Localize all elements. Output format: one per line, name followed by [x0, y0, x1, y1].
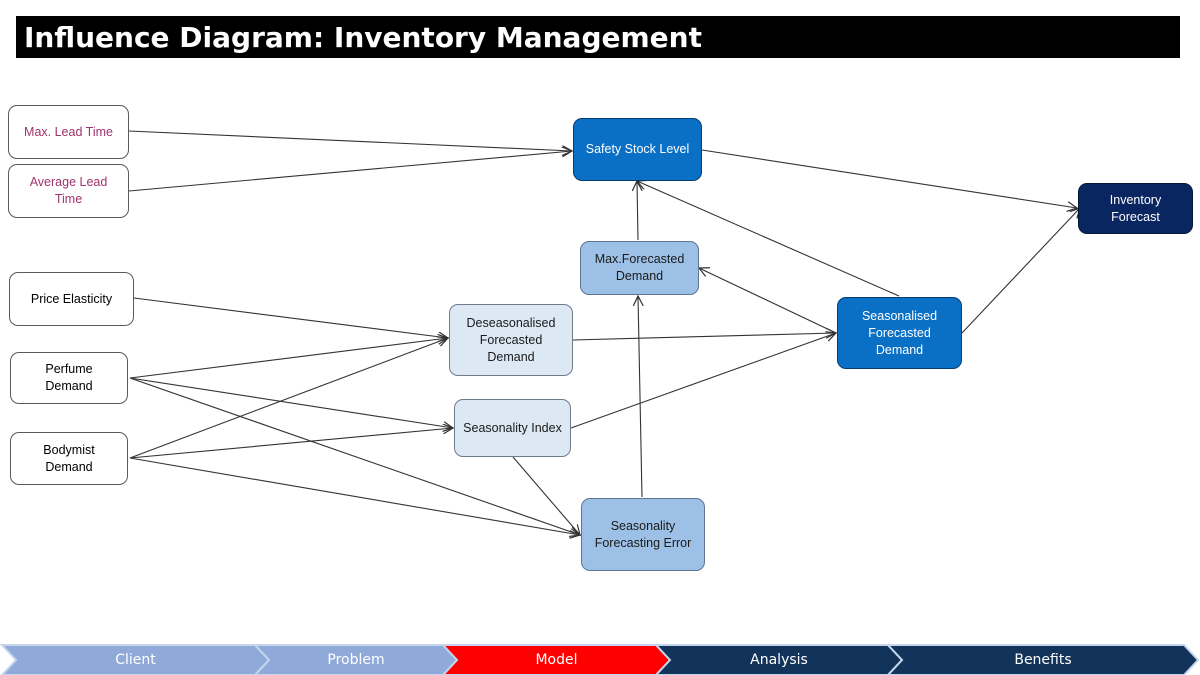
nav-label-analysis[interactable]: Analysis	[750, 651, 808, 668]
node-label: Bodymist Demand	[43, 442, 95, 474]
node-max-forecasted-demand: Max.Forecasted Demand	[580, 241, 699, 295]
arrow-perfume-to-error	[129, 377, 580, 535]
arrow-index-to-error	[512, 456, 580, 535]
node-seasonality-index: Seasonality Index	[454, 399, 571, 457]
node-bodymist-demand: Bodymist Demand	[10, 432, 128, 485]
arrow-bodymist-to-error	[129, 457, 580, 535]
node-label: Safety Stock Level	[585, 142, 690, 156]
node-seasonalised-forecasted-demand: Seasonalised Forecasted Demand	[837, 297, 962, 369]
node-label: Max. Lead Time	[24, 124, 113, 139]
node-label: Inventory Forecast	[1109, 192, 1162, 224]
arrow-maxlead-to-safety	[128, 130, 572, 151]
node-label: Price Elasticity	[30, 291, 113, 306]
arrow-seasonalised-to-maxforecast	[699, 268, 837, 334]
nav-label-problem[interactable]: Problem	[327, 651, 385, 668]
arrow-index-to-seasonalised	[570, 333, 836, 429]
arrow-error-to-maxforecast	[638, 296, 642, 498]
node-label: Perfume Demand	[45, 362, 93, 393]
node-max-lead-time: Max. Lead Time	[8, 105, 129, 159]
node-inventory-forecast: Inventory Forecast	[1078, 183, 1193, 234]
arrow-safety-to-inventory	[701, 149, 1077, 208]
arrow-perfume-to-index	[129, 377, 453, 428]
arrow-avglead-to-safety	[128, 151, 572, 192]
arrow-bodymist-to-index	[129, 428, 453, 459]
arrow-perfume-to-deseason	[129, 338, 448, 379]
nav-label-benefits[interactable]: Benefits	[1014, 651, 1072, 668]
nav-step-benefits[interactable]	[885, 644, 1200, 675]
nav-label-client[interactable]: Client	[115, 651, 156, 668]
node-deseasonalised-forecasted-demand: Deseasonalised Forecasted Demand	[449, 304, 573, 376]
node-average-lead-time: Average Lead Time	[8, 164, 129, 218]
nav-label-model[interactable]: Model	[535, 651, 578, 668]
node-label: Seasonalised Forecasted Demand	[861, 308, 938, 357]
node-label: Seasonality Index	[463, 420, 562, 435]
node-seasonality-forecasting-error: Seasonality Forecasting Error	[581, 498, 705, 571]
node-price-elasticity: Price Elasticity	[9, 272, 134, 326]
arrow-deseason-to-seasonalised	[572, 333, 836, 341]
page-title: Influence Diagram: Inventory Management	[24, 20, 702, 54]
node-label: Deseasonalised Forecasted Demand	[466, 315, 556, 364]
node-perfume-demand: Perfume Demand	[10, 352, 128, 404]
arrow-bodymist-to-deseason	[129, 338, 448, 459]
arrow-maxforecast-to-safety	[637, 181, 638, 241]
node-label: Max.Forecasted Demand	[594, 252, 685, 283]
node-label: Seasonality Forecasting Error	[594, 518, 692, 550]
node-label: Average Lead Time	[29, 175, 108, 206]
node-safety-stock-level: Safety Stock Level	[573, 118, 702, 181]
arrow-price-to-deseason	[133, 297, 448, 338]
arrow-seasonalised-to-inventory	[961, 208, 1080, 334]
page-title-bar: Influence Diagram: Inventory Management	[16, 16, 1180, 58]
arrow-seasonalised-to-safety	[637, 181, 900, 297]
